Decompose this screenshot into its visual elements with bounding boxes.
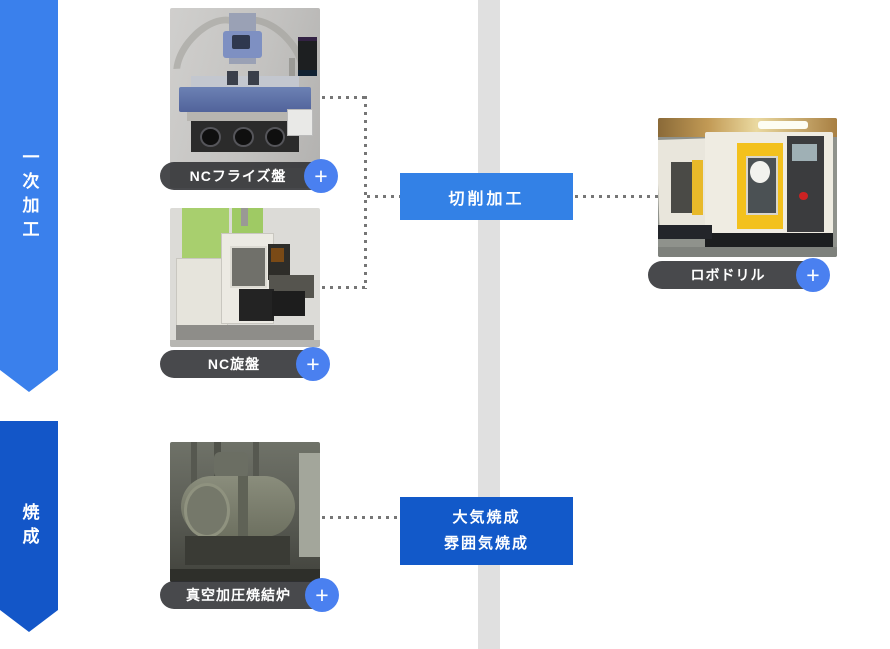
photo-detail-pendant bbox=[286, 108, 313, 136]
photo-detail-blue-bed bbox=[179, 87, 311, 113]
plus-icon[interactable]: + bbox=[304, 159, 338, 193]
plus-icon[interactable]: + bbox=[296, 347, 330, 381]
connector-furnace-to-firing-box bbox=[322, 516, 400, 519]
connector-cutting-box-to-robodrill bbox=[575, 195, 658, 198]
photo-detail-head-face bbox=[231, 35, 250, 50]
photo-detail-screen bbox=[792, 144, 818, 162]
connector-lathe-to-junction bbox=[322, 286, 366, 289]
photo-detail-vise bbox=[227, 71, 238, 86]
connector-milling-to-junction bbox=[322, 96, 366, 99]
connector-junction-to-cutting-box bbox=[367, 195, 400, 198]
photo-detail-top-unit bbox=[213, 451, 248, 479]
robodrill-photo[interactable] bbox=[658, 118, 837, 257]
photo-detail-tool-disc bbox=[750, 161, 770, 184]
photo-detail-slab bbox=[186, 112, 304, 122]
stage-ribbon-firing: 焼成 bbox=[0, 421, 58, 632]
photo-detail-pipe bbox=[191, 442, 197, 501]
vacuum-sintering-furnace-label[interactable]: 真空加圧焼結炉 + bbox=[160, 578, 339, 612]
process-box-firing-line2: 雰囲気焼成 bbox=[443, 535, 529, 552]
machine-label-text: NCフライズ盤 bbox=[189, 168, 287, 184]
plus-icon[interactable]: + bbox=[796, 258, 830, 292]
photo-detail-screen bbox=[270, 248, 284, 263]
machine-label-text: 真空加圧焼結炉 bbox=[186, 587, 291, 603]
stage-label-primary-processing: 一次加工 bbox=[19, 148, 39, 244]
nc-lathe-photo[interactable] bbox=[170, 208, 320, 347]
machine-label-text: ロボドリル bbox=[690, 267, 766, 283]
photo-detail-vise bbox=[248, 71, 259, 86]
photo-detail-yellow-trim bbox=[692, 159, 703, 216]
photo-detail-light bbox=[758, 120, 809, 130]
photo-detail-knob bbox=[264, 126, 285, 147]
process-box-cutting: 切削加工 bbox=[400, 173, 573, 220]
photo-detail-red-button bbox=[799, 191, 809, 200]
photo-detail-monitor bbox=[297, 36, 317, 77]
process-box-firing: 大気焼成 雰囲気焼成 bbox=[400, 497, 573, 565]
nc-lathe-label[interactable]: NC旋盤 + bbox=[160, 347, 330, 381]
photo-detail-legs bbox=[185, 535, 290, 566]
vacuum-sintering-furnace-photo[interactable] bbox=[170, 442, 320, 582]
process-box-firing-line1: 大気焼成 bbox=[452, 508, 521, 526]
nc-milling-machine-photo[interactable] bbox=[170, 8, 320, 188]
photo-detail-base bbox=[176, 324, 314, 342]
photo-detail-green-wall bbox=[182, 208, 229, 268]
process-box-cutting-label: 切削加工 bbox=[448, 190, 525, 208]
photo-detail-panel bbox=[272, 291, 305, 317]
photo-detail-panel bbox=[670, 162, 692, 213]
stage-ribbon-primary-processing: 一次加工 bbox=[0, 0, 58, 392]
photo-detail-floor bbox=[170, 340, 320, 347]
stage-label-firing: 焼成 bbox=[19, 502, 39, 551]
photo-detail-tank-door bbox=[183, 482, 230, 538]
robodrill-label[interactable]: ロボドリル + bbox=[648, 258, 830, 292]
photo-detail-pipe bbox=[240, 208, 248, 227]
center-divider-bar bbox=[478, 0, 500, 649]
photo-detail-base bbox=[658, 225, 712, 239]
photo-detail-floor bbox=[170, 569, 320, 582]
photo-detail-knob bbox=[233, 126, 254, 147]
photo-detail-tabletop bbox=[191, 76, 299, 88]
photo-detail-pipe bbox=[252, 442, 259, 490]
photo-detail-cabinet bbox=[176, 258, 228, 327]
plus-icon[interactable]: + bbox=[305, 578, 339, 612]
nc-milling-machine-label[interactable]: NCフライズ盤 + bbox=[160, 159, 338, 193]
connector-vertical-junction bbox=[364, 96, 367, 289]
photo-detail-tank-band bbox=[237, 475, 248, 538]
machine-label-text: NC旋盤 bbox=[207, 356, 261, 372]
photo-detail-panel bbox=[299, 453, 320, 557]
photo-detail-window bbox=[230, 245, 267, 289]
photo-detail-panel bbox=[239, 288, 274, 321]
photo-detail-knob bbox=[200, 126, 221, 147]
photo-detail-base bbox=[704, 233, 834, 249]
photo-detail-floor bbox=[658, 247, 837, 257]
